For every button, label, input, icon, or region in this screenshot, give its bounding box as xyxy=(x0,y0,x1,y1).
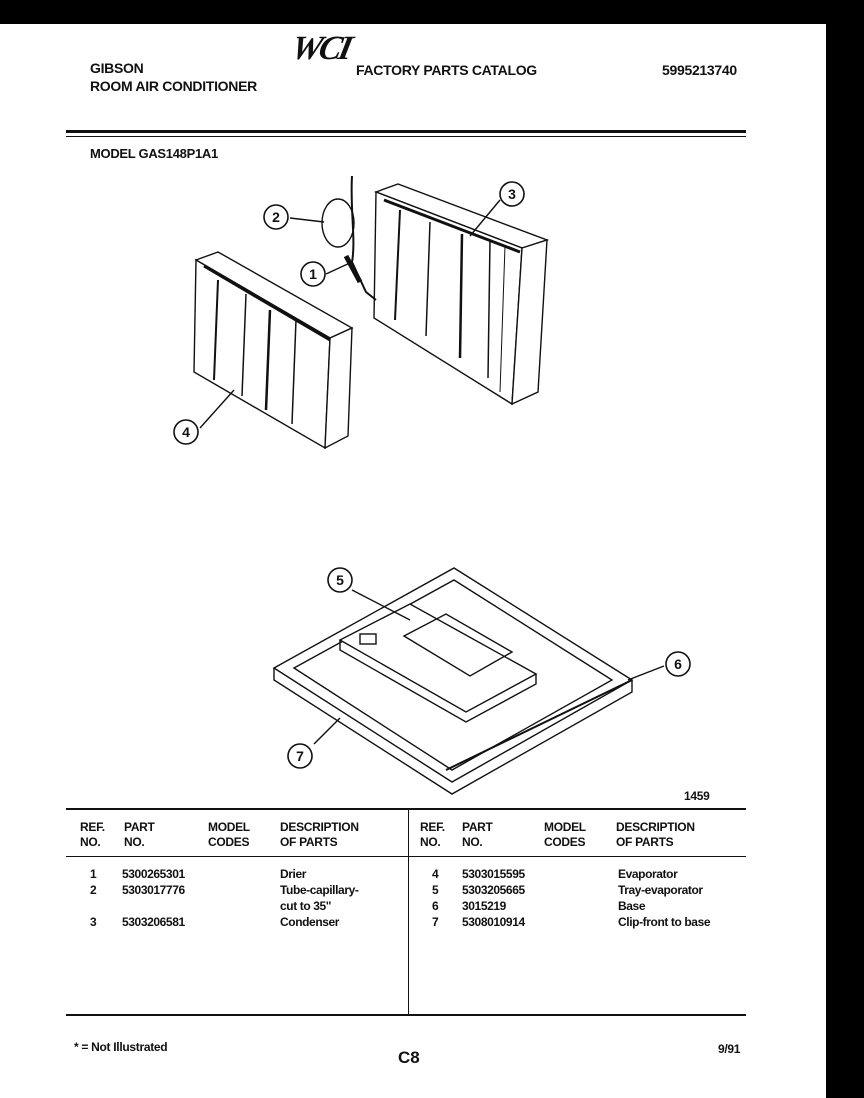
callout-circle xyxy=(300,261,326,287)
part-no: 3015219 xyxy=(462,899,506,913)
part-description: Tray-evaporator xyxy=(618,883,703,897)
part-description: Condenser xyxy=(280,915,340,929)
callout-7: 7 xyxy=(296,748,304,764)
ref-no: 4 xyxy=(432,867,439,881)
callout-circle xyxy=(287,743,313,769)
part-description: Clip-front to base xyxy=(618,915,711,929)
page-code: C8 xyxy=(398,1048,420,1067)
part-no: 5303205665 xyxy=(462,883,525,897)
evaporator-tray-illustration xyxy=(338,603,538,723)
ref-no: 3 xyxy=(90,915,97,929)
evaporator-illustration xyxy=(193,251,354,450)
revision-date: 9/91 xyxy=(718,1042,741,1056)
header-rule-thick xyxy=(66,130,746,133)
part-description: Drier xyxy=(280,867,307,881)
figure-number: 1459 xyxy=(684,789,710,803)
callout-circle xyxy=(173,419,199,445)
table-header-rule xyxy=(66,856,746,857)
part-no: 5308010914 xyxy=(462,915,525,929)
callout-circle xyxy=(665,651,691,677)
part-no: 5303206581 xyxy=(122,915,185,929)
table-top-rule xyxy=(66,808,746,810)
callout-6: 6 xyxy=(674,656,682,672)
callout-5: 5 xyxy=(336,572,344,588)
part-description-cont: cut to 35" xyxy=(280,899,332,913)
header-ref-no: REF.NO. xyxy=(420,820,445,849)
callout-circle xyxy=(499,181,525,207)
header-rule-thin xyxy=(66,136,746,137)
ref-no: 7 xyxy=(432,915,439,929)
capillary-tube-coil xyxy=(321,198,355,248)
brand-name: GIBSON xyxy=(90,60,144,76)
not-illustrated-note: * = Not Illustrated xyxy=(74,1040,168,1054)
callout-4: 4 xyxy=(182,424,190,440)
callout-1: 1 xyxy=(309,266,317,282)
condenser-illustration xyxy=(373,183,550,406)
drier-body xyxy=(343,254,363,284)
ref-no: 5 xyxy=(432,883,439,897)
callout-circle xyxy=(263,204,289,230)
part-no: 5303017776 xyxy=(122,883,185,897)
part-no: 5303015595 xyxy=(462,867,525,881)
callout-circle xyxy=(327,567,353,593)
catalog-number: 5995213740 xyxy=(662,62,737,78)
ref-no: 1 xyxy=(90,867,97,881)
part-description: Base xyxy=(618,899,646,913)
part-description: Evaporator xyxy=(618,867,678,881)
front-clip-illustration xyxy=(445,679,633,771)
header-ref-no: REF.NO. xyxy=(80,820,105,849)
part-no: 5300265301 xyxy=(122,867,185,881)
drier-tube xyxy=(350,175,377,301)
product-name: ROOM AIR CONDITIONER xyxy=(90,78,257,94)
table-column-divider xyxy=(408,810,409,1016)
model-number: MODEL GAS148P1A1 xyxy=(90,146,218,161)
ref-no: 6 xyxy=(432,899,439,913)
part-description: Tube-capillary- xyxy=(280,883,359,897)
ref-no: 2 xyxy=(90,883,97,897)
callout-2: 2 xyxy=(272,209,280,225)
table-bottom-rule xyxy=(66,1014,746,1016)
catalog-title: FACTORY PARTS CATALOG xyxy=(356,62,537,78)
callout-3: 3 xyxy=(508,186,516,202)
